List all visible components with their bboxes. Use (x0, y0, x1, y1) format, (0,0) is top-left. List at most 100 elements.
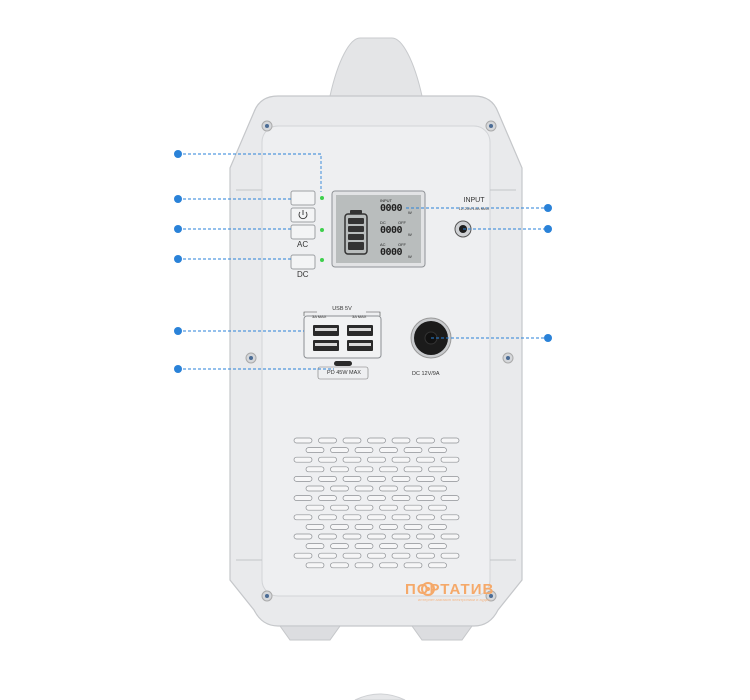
vent-slot (391, 437, 411, 444)
vent-slot (440, 437, 460, 444)
usb-left-max-label: 3A MAX (312, 314, 327, 319)
usb-c-port[interactable] (334, 361, 352, 366)
vent-slot (440, 495, 460, 501)
vent-slot (318, 533, 337, 540)
vent-slot (379, 562, 398, 569)
vent-slot (379, 504, 398, 511)
vent-slot (318, 514, 337, 521)
vent-slot (330, 524, 349, 530)
usb-panel (303, 315, 382, 359)
vent-slot (318, 476, 337, 482)
ac-button[interactable] (290, 224, 316, 240)
vent-slot (354, 504, 374, 511)
vent-slot (305, 543, 325, 549)
vent-slot (342, 514, 362, 521)
vent-grille (293, 437, 460, 569)
vent-slot (403, 543, 423, 549)
lcd-ac-unit: W (408, 254, 412, 259)
main-button[interactable] (290, 190, 316, 206)
screw-icon (245, 120, 514, 602)
power-icon (298, 210, 308, 220)
vent-slot (416, 456, 435, 463)
vent-slot (391, 495, 411, 501)
pd-label-box (317, 366, 369, 380)
vent-slot (440, 476, 460, 482)
usb-right-max-label: 3A MAX (352, 314, 367, 319)
vent-slot (416, 552, 435, 559)
vent-slot (354, 562, 374, 569)
vent-slot (391, 533, 411, 540)
vent-slot (428, 485, 447, 492)
vent-slot (330, 466, 349, 473)
vent-slot (379, 543, 398, 549)
vent-slot (305, 485, 325, 492)
status-led (320, 196, 324, 200)
callout-lines (178, 153, 548, 370)
lcd-ac-value: 0000 (380, 247, 403, 258)
vent-slot (354, 447, 374, 453)
vent-slot (391, 476, 411, 482)
pd-label: PD 45W MAX (327, 370, 361, 376)
dc-output-label: DC 12V/9A (412, 371, 440, 377)
vent-slot (293, 533, 313, 540)
vent-slot (403, 524, 423, 530)
lcd-ac-label: AC (380, 242, 386, 247)
watermark-slogan: интернет-магазин электроники и аудио (418, 597, 491, 602)
vent-slot (428, 504, 447, 511)
vent-slot (330, 543, 349, 549)
input-spec-label: 12-25V/10A MAX (458, 206, 490, 211)
vent-slot (428, 447, 447, 453)
vent-slot (305, 524, 325, 530)
lcd-ac-state: OFF (398, 242, 406, 247)
lcd-input-label: INPUT (380, 198, 392, 203)
lcd-input-unit: W (408, 210, 412, 215)
vent-slot (367, 456, 386, 463)
vent-slot (416, 533, 435, 540)
vent-slot (367, 514, 386, 521)
lcd-dc-unit: W (408, 232, 412, 237)
vent-slot (391, 552, 411, 559)
vent-slot (416, 476, 435, 482)
vent-slot (367, 437, 386, 444)
vent-slot (440, 552, 460, 559)
vent-slot (440, 456, 460, 463)
vent-slot (416, 495, 435, 501)
vent-slot (379, 485, 398, 492)
vent-slot (293, 495, 313, 501)
watermark-brand: ПОРТАТИВ (405, 581, 495, 598)
vent-slot (428, 524, 447, 530)
usb-label: USB 5V (332, 306, 352, 312)
callout-dot (174, 150, 552, 373)
vent-slot (440, 514, 460, 521)
vent-slot (293, 476, 313, 482)
logo-icon (421, 582, 435, 596)
lcd-dc-state: OFF (398, 220, 406, 225)
carry-handle (329, 37, 423, 97)
vent-slot (342, 495, 362, 501)
vent-slot (342, 552, 362, 559)
vent-slot (428, 543, 447, 549)
ac-label: AC (297, 240, 309, 249)
vent-slot (293, 437, 313, 444)
vent-slot (330, 504, 349, 511)
vent-slot (305, 466, 325, 473)
dc-button[interactable] (290, 254, 316, 270)
vent-slot (354, 466, 374, 473)
vent-slot (354, 524, 374, 530)
lcd-input-value: 0000 (380, 203, 403, 214)
vent-slot (403, 562, 423, 569)
vent-slot (305, 504, 325, 511)
vent-slot (330, 447, 349, 453)
vent-slot (342, 476, 362, 482)
vent-slot (354, 543, 374, 549)
lcd-dc-label: DC (380, 220, 386, 225)
vent-slot (342, 437, 362, 444)
vent-slot (379, 447, 398, 453)
vent-slot (403, 485, 423, 492)
vent-slot (428, 466, 447, 473)
vent-slot (305, 562, 325, 569)
ac-led (320, 228, 324, 232)
vent-slot (367, 476, 386, 482)
vent-slot (293, 514, 313, 521)
